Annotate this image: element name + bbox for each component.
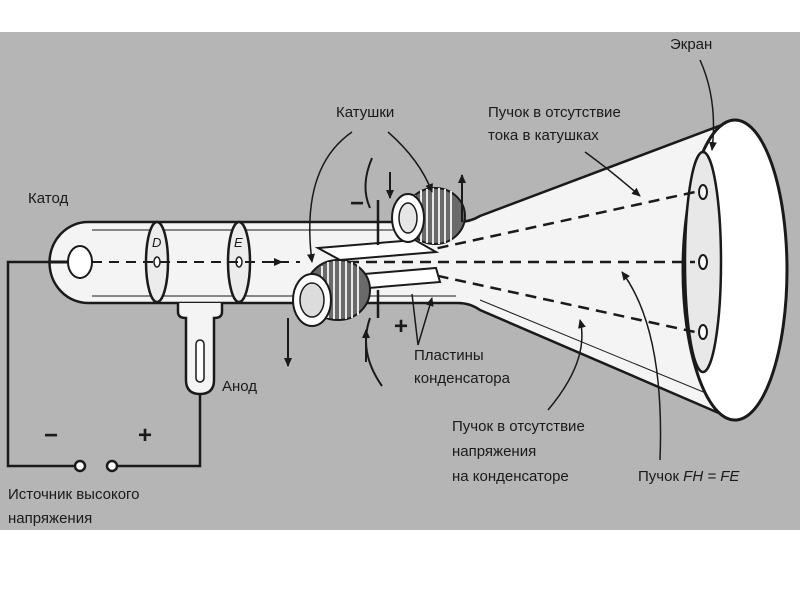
hole-d — [153, 256, 161, 268]
pointer-beam-no-current — [584, 151, 641, 197]
label-source-1: Источник высокого — [8, 486, 140, 503]
terminal-plus — [105, 459, 119, 473]
beam-to-bottom — [419, 270, 696, 334]
label-beam-no-voltage-3: на конденсаторе — [452, 468, 569, 485]
label-beam-balanced-prefix: Пучок — [638, 468, 684, 485]
anode-electrode — [195, 339, 205, 383]
pointer-coils-right — [387, 131, 433, 193]
sign-plus-plate: + — [394, 313, 409, 340]
sign-minus-plate: − — [350, 190, 365, 217]
beam-to-top — [419, 190, 696, 254]
coil-upper — [391, 187, 466, 245]
spot-bottom — [698, 324, 708, 340]
circuit-wire-cathode — [6, 260, 74, 468]
label-cathode: Катод — [28, 190, 69, 207]
pointer-plates — [417, 297, 434, 346]
sign-plus-source: + — [138, 422, 153, 449]
spot-center — [698, 254, 708, 270]
label-beam-balanced: Пучок FH = FE — [638, 468, 739, 486]
sign-minus-source: − — [44, 422, 59, 449]
label-beam-no-current-1: Пучок в отсутствие — [488, 104, 621, 121]
label-source-2: напряжения — [8, 510, 93, 527]
arc-upper — [364, 157, 373, 209]
label-beam-balanced-formula: FH = FE — [683, 468, 740, 485]
label-coils: Катушки — [336, 104, 395, 121]
spot-top — [698, 184, 708, 200]
diaphragm-d-label: D — [152, 235, 161, 250]
pointer-beam-no-voltage — [547, 319, 586, 411]
coil-lower — [292, 259, 371, 327]
cathode-electrode — [67, 245, 93, 279]
label-anode: Анод — [222, 378, 258, 395]
label-plates-1: Пластины — [414, 347, 484, 364]
pointer-coils-left — [307, 131, 353, 263]
circuit-wire-anode — [118, 394, 202, 468]
diaphragm-e-label: E — [234, 235, 243, 250]
label-plates-2: конденсатора — [414, 370, 510, 387]
label-beam-no-current-2: тока в катушках — [488, 127, 599, 144]
pointer-plates-2 — [411, 293, 419, 346]
capacitor-plate-upper — [314, 238, 440, 262]
label-screen: Экран — [670, 36, 713, 53]
arc-lower — [365, 317, 383, 387]
label-beam-no-voltage-1: Пучок в отсутствие — [452, 418, 585, 435]
pointer-beam-balanced — [621, 271, 662, 461]
tube-body — [48, 118, 737, 422]
terminal-minus — [73, 459, 87, 473]
pointer-screen — [699, 59, 717, 151]
label-beam-no-voltage-2: напряжения — [452, 443, 537, 460]
